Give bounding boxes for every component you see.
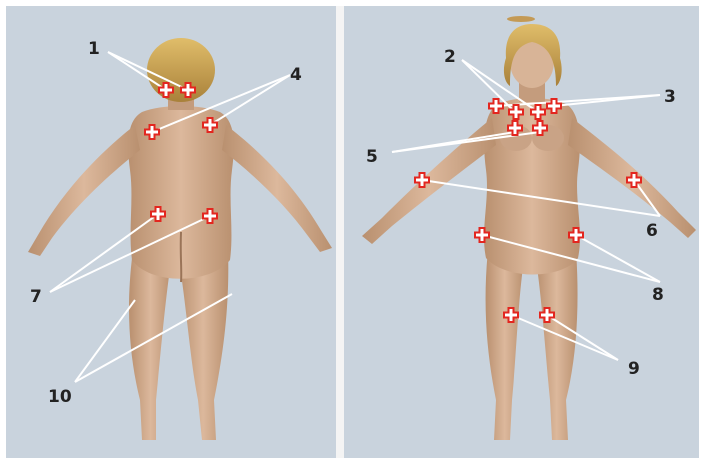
- label-6: 6: [646, 221, 658, 241]
- label-9: 9: [628, 359, 640, 379]
- label-7: 7: [30, 287, 42, 307]
- panel-divider: [336, 6, 344, 458]
- label-10: 10: [48, 387, 72, 407]
- label-3: 3: [664, 87, 676, 107]
- label-4: 4: [290, 65, 302, 85]
- label-2: 2: [444, 47, 456, 67]
- label-1: 1: [88, 39, 100, 59]
- label-8: 8: [652, 285, 664, 305]
- label-5: 5: [366, 147, 378, 167]
